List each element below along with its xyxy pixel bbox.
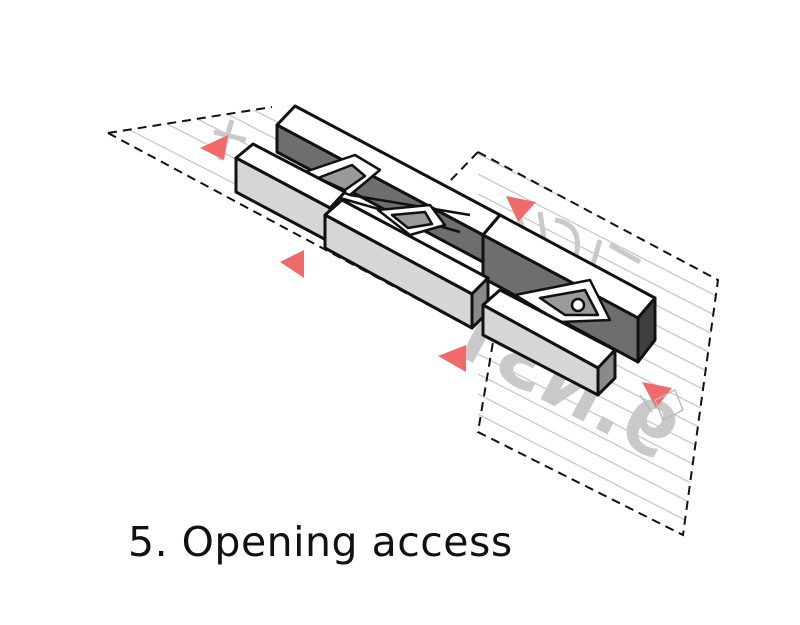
block-front-middle: [323, 198, 490, 330]
tensile-structure-middle: [376, 203, 447, 237]
access-arrow-icon: [438, 345, 466, 372]
access-arrow-icon: [642, 382, 672, 408]
block-front-right: [481, 288, 617, 397]
caption-title: 5. Opening access: [128, 518, 513, 566]
access-arrow-icon: [506, 196, 536, 222]
access-arrows: [200, 135, 672, 408]
access-arrow-icon: [200, 135, 228, 160]
site-boundary-right: [447, 151, 720, 537]
access-arrow-icon: [280, 250, 304, 278]
small-wireframe-box: [639, 388, 684, 422]
